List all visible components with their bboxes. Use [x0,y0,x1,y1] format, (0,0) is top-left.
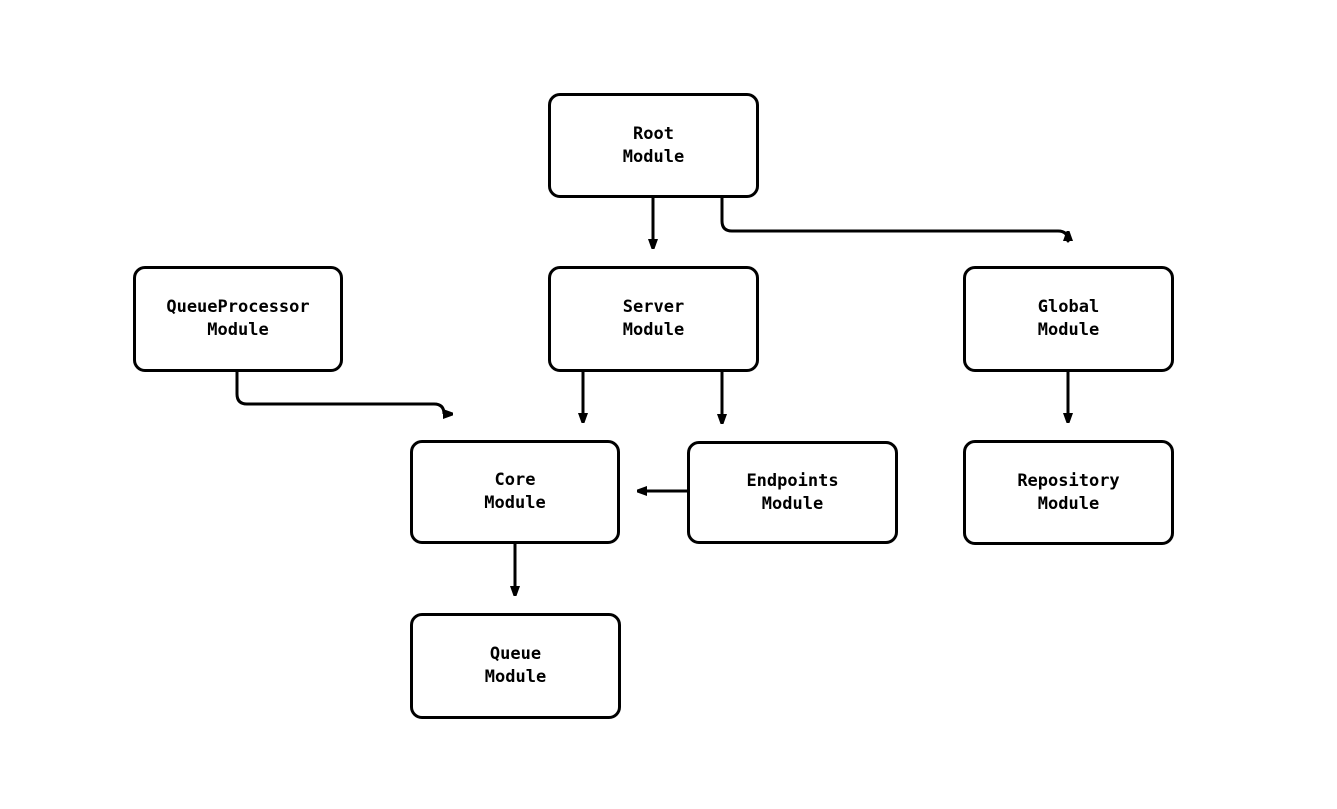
node-label-line2: Module [207,320,269,340]
node-label-line2: Module [622,146,685,167]
node-root-module[interactable]: Root Module [548,93,759,198]
edge-root-to-global [720,198,1068,243]
node-label-line1: Repository [1017,470,1120,491]
node-server-module[interactable]: Server Module [548,266,759,372]
node-repository-module[interactable]: Repository Module [963,440,1174,545]
node-global-module[interactable]: Global Module [963,266,1174,372]
node-core-module[interactable]: Core Module [410,440,620,544]
node-queueprocessor-module[interactable]: QueueProcessor Module [133,266,343,372]
node-label-line1: Server [622,297,685,318]
node-queue-module[interactable]: Queue Module [410,613,621,719]
node-label-line2: Module [761,493,824,514]
node-label-line1: Global [1037,297,1100,318]
node-endpoints-module[interactable]: Endpoints Module [687,441,898,544]
node-label-line2: Module [484,667,547,687]
node-label-line2: Module [1037,320,1100,340]
node-label-line2: Module [622,320,685,340]
node-label-line1: QueueProcessor [166,297,310,318]
node-label-line2: Module [1037,493,1100,514]
node-label-line2: Module [484,493,546,513]
edge-queueprocessor-to-core [235,372,444,414]
node-label-line1: Core [494,470,536,491]
node-label-line1: Queue [489,644,542,665]
node-label-line1: Root [633,123,674,144]
node-label-line1: Endpoints [746,470,839,491]
